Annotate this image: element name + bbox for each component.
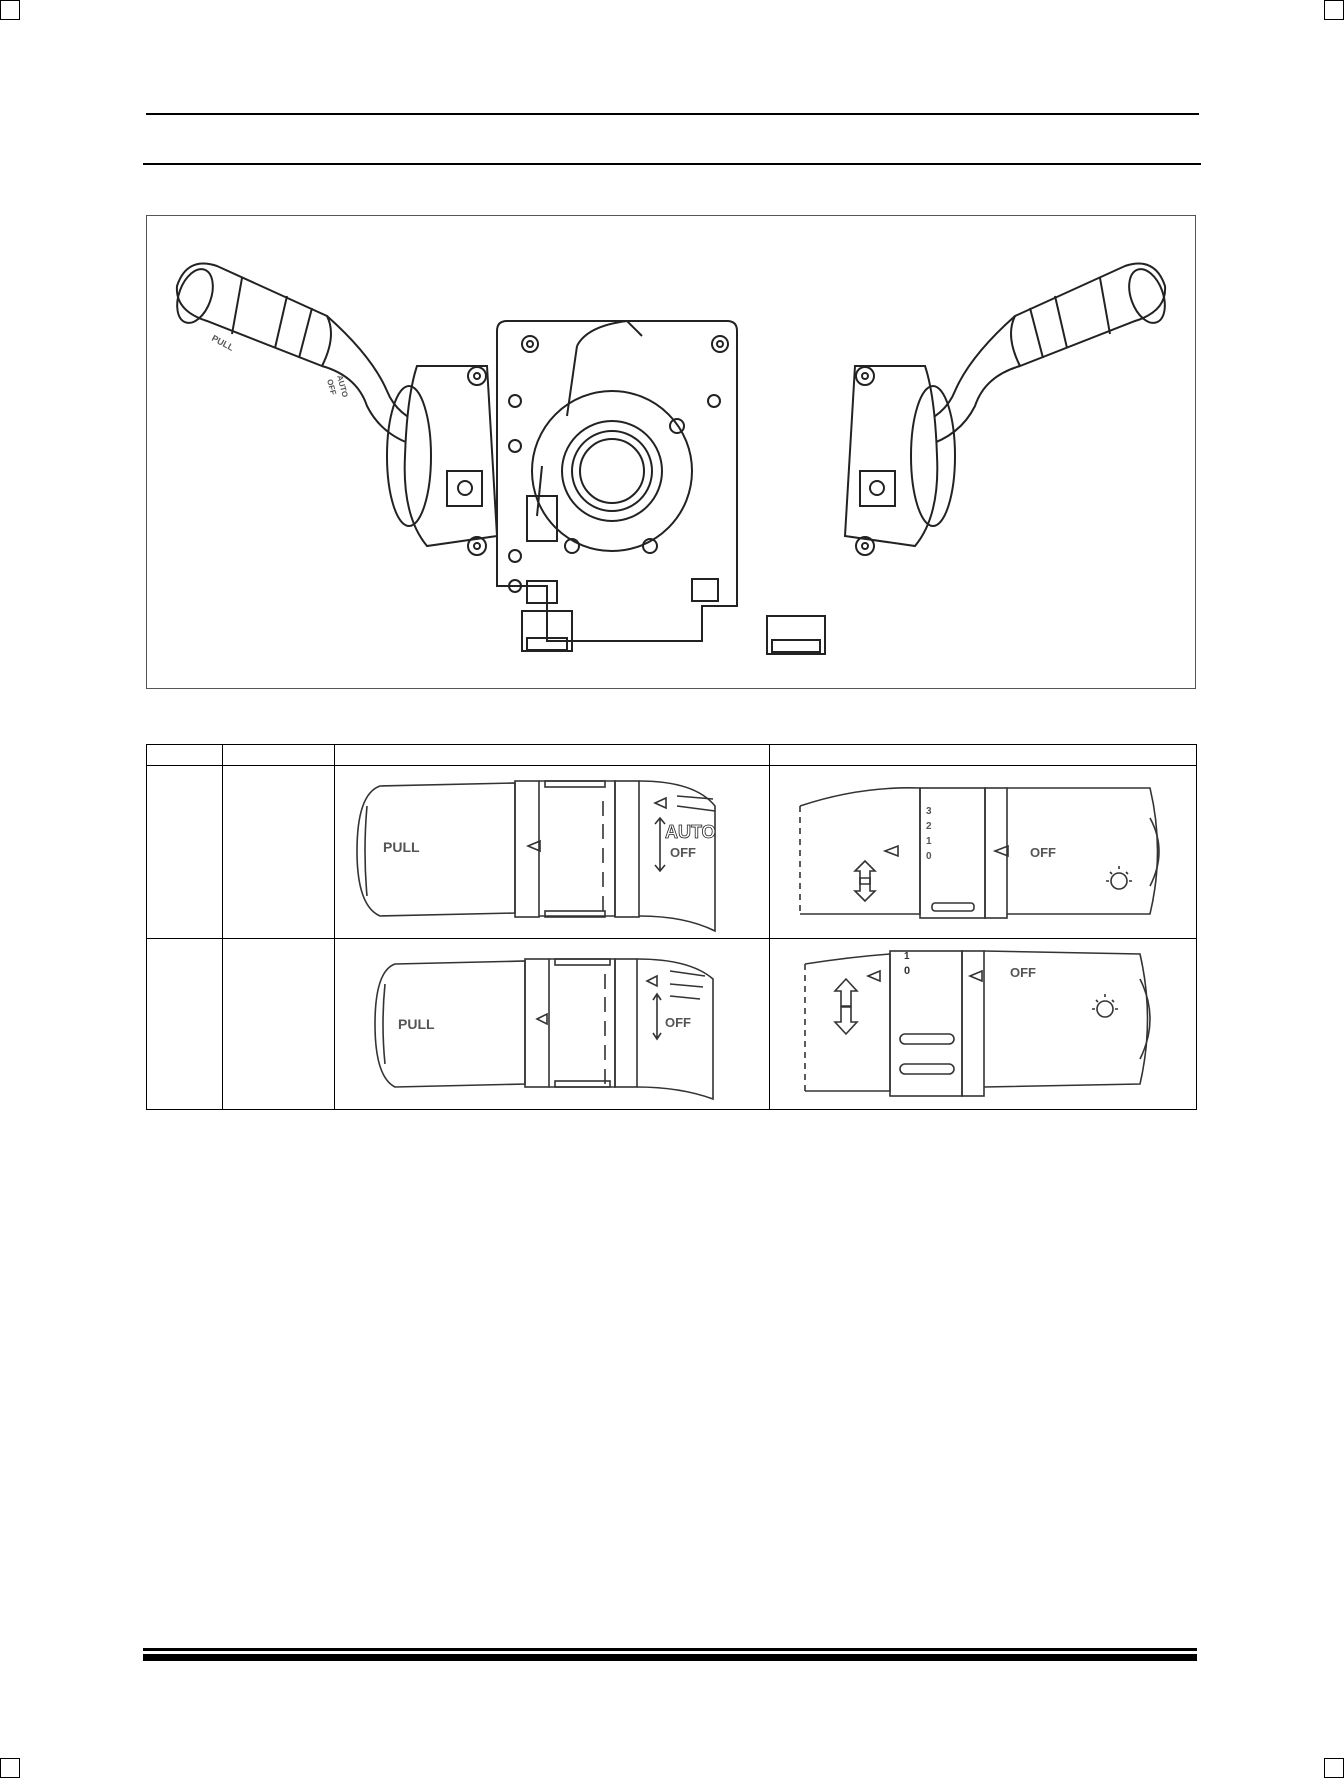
table-header-cell — [334, 744, 770, 766]
footer-rule-thick — [143, 1654, 1197, 1661]
table-header-cell — [769, 744, 1197, 766]
switch-specification-table: PULL AUTO OFF — [146, 744, 1197, 1110]
table-header-row — [146, 744, 1197, 766]
wiper-switch-cell: PULL OFF — [334, 938, 770, 1110]
wiper1-auto-label: AUTO — [665, 822, 716, 842]
light-switch-type2-drawing: 1 0 OFF — [804, 950, 1151, 1097]
table-cell — [146, 765, 223, 939]
table-row: PULL OFF — [146, 938, 1197, 1110]
light1-step-0: 0 — [926, 851, 932, 862]
table-cell — [222, 938, 335, 1110]
light1-step-1: 1 — [926, 836, 932, 847]
crop-mark-bottom-left — [0, 1758, 20, 1778]
switch-assembly-figure: PULL AUTO OFF — [146, 215, 1196, 689]
wiper-switch-type2-drawing: PULL OFF — [374, 958, 714, 1101]
table-row: PULL AUTO OFF — [146, 765, 1197, 939]
light2-off-label: OFF — [1010, 965, 1036, 980]
header-rule-top — [146, 113, 1199, 115]
light1-step-3: 3 — [926, 806, 932, 817]
light-switch-cell: 1 0 OFF — [769, 938, 1197, 1110]
table-cell — [146, 938, 223, 1110]
table-header-cell — [146, 744, 223, 766]
table-header-cell — [222, 744, 335, 766]
wiper-switch-cell: PULL AUTO OFF — [334, 765, 770, 939]
figure-pull-label: PULL — [210, 333, 236, 353]
light-switch-cell: 3 2 1 0 OFF — [769, 765, 1197, 939]
light2-step-1: 1 — [904, 951, 910, 962]
wiper-switch-type1-drawing: PULL AUTO OFF — [356, 780, 716, 933]
light2-step-0: 0 — [904, 965, 910, 977]
table-cell — [222, 765, 335, 939]
switch-assembly-drawing: PULL AUTO OFF — [175, 262, 1167, 655]
light-switch-type1-drawing: 3 2 1 0 OFF — [799, 787, 1160, 919]
light1-off-label: OFF — [1030, 845, 1056, 860]
figure-off-label: OFF — [325, 378, 338, 396]
crop-mark-top-left — [0, 0, 20, 20]
light1-step-2: 2 — [926, 821, 932, 832]
wiper1-off-label: OFF — [670, 845, 696, 860]
wiper2-pull-label: PULL — [398, 1016, 435, 1032]
footer-rule-thin — [143, 1648, 1197, 1651]
wiper1-pull-label: PULL — [383, 839, 420, 855]
wiper2-off-label: OFF — [665, 1015, 691, 1030]
header-rule-bottom — [143, 163, 1201, 165]
crop-mark-bottom-right — [1324, 1758, 1344, 1778]
crop-mark-top-right — [1324, 0, 1344, 20]
